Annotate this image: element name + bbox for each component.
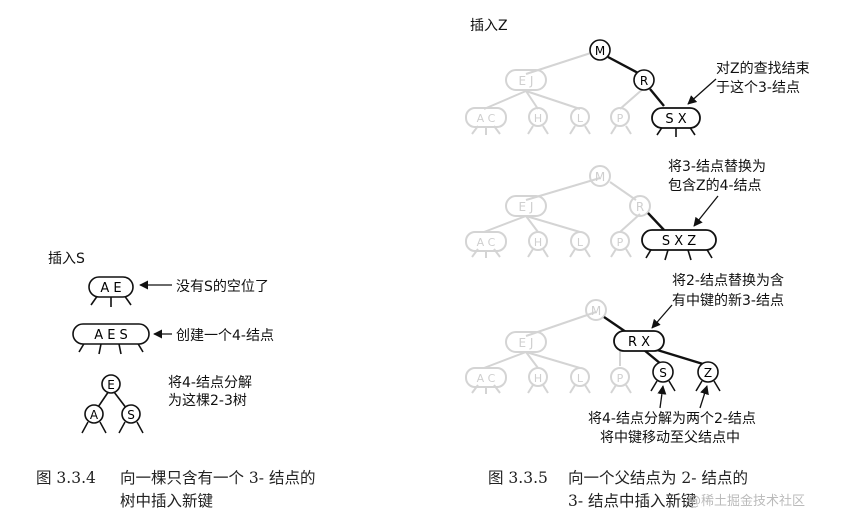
tree1-target: S X (665, 112, 686, 127)
left-step3-note-2: 为这棵2-3树 (168, 393, 247, 409)
svg-text:E J: E J (519, 74, 534, 88)
svg-text:A C: A C (477, 372, 496, 385)
svg-text:L: L (577, 372, 584, 385)
left-step2-note: 创建一个4-结点 (176, 328, 274, 344)
left-step1-node: A E (88, 276, 134, 307)
tree3-new-3node: R X (628, 335, 650, 350)
tree1-root: M (595, 44, 605, 58)
left-step3-tree: E A S (81, 374, 144, 434)
svg-text:L: L (577, 112, 584, 125)
svg-text:H: H (534, 372, 542, 385)
svg-text:H: H (534, 112, 542, 125)
left-caption-line2: 树中插入新键 (120, 492, 214, 510)
tree3-right-child: Z (704, 366, 712, 380)
right-tree1: E J A C H L P M R S X (465, 39, 717, 137)
watermark: @稀土掘金技术社区 (688, 494, 806, 509)
tree2-4node: S X Z (662, 234, 696, 249)
left-heading: 插入S (48, 251, 85, 267)
left-step2-node: A E S (72, 323, 150, 355)
right-caption-line2: 3- 结点中插入新键 (568, 492, 697, 510)
right-heading: 插入Z (470, 18, 508, 34)
tree3-bottom-note-2: 将中键移动至父结点中 (600, 430, 740, 446)
right-tree2: M E J R A C H L P S X Z (465, 165, 719, 261)
svg-text:P: P (617, 112, 624, 125)
tree1-note-1: 对Z的查找结束 (716, 61, 810, 77)
left-caption-number: 图 3.3.4 (36, 469, 96, 487)
svg-text:M: M (595, 170, 605, 184)
tree2-note-2: 包含Z的4-结点 (668, 178, 762, 194)
tree1-note-2: 于这个3-结点 (716, 80, 800, 96)
tree3-left-child: S (659, 366, 667, 380)
left-step1-keys: A E (100, 281, 121, 296)
right-tree3: M E J A C H L P R X S Z (465, 299, 721, 409)
tree3-bottom-note-1: 将4-结点分解为两个2-结点 (588, 411, 756, 427)
tree3-note-2: 有中键的新3-结点 (672, 293, 784, 309)
svg-text:E J: E J (519, 336, 534, 350)
svg-text:L: L (577, 236, 584, 249)
svg-text:R: R (636, 200, 644, 214)
left-step3-root: E (107, 378, 115, 392)
svg-text:A C: A C (477, 112, 496, 125)
left-step3-left: A (90, 408, 99, 422)
tree2-note-1: 将3-结点替换为 (668, 159, 766, 175)
svg-text:P: P (617, 236, 624, 249)
left-step3-note-1: 将4-结点分解 (168, 375, 252, 391)
svg-text:H: H (534, 236, 542, 249)
svg-text:M: M (591, 304, 601, 318)
right-caption-line1: 向一个父结点为 2- 结点的 (568, 469, 748, 487)
svg-text:E J: E J (519, 200, 534, 214)
tree3-note-1: 将2-结点替换为含 (672, 273, 784, 289)
tree1-right: R (640, 74, 648, 88)
left-step2-keys: A E S (94, 328, 128, 343)
left-step3-right: S (127, 408, 135, 422)
left-step1-note: 没有S的空位了 (176, 279, 269, 295)
svg-text:P: P (617, 372, 624, 385)
right-caption-number: 图 3.3.5 (488, 469, 548, 487)
left-caption-line1: 向一棵只含有一个 3- 结点的 (120, 469, 316, 487)
svg-text:A C: A C (477, 236, 496, 249)
